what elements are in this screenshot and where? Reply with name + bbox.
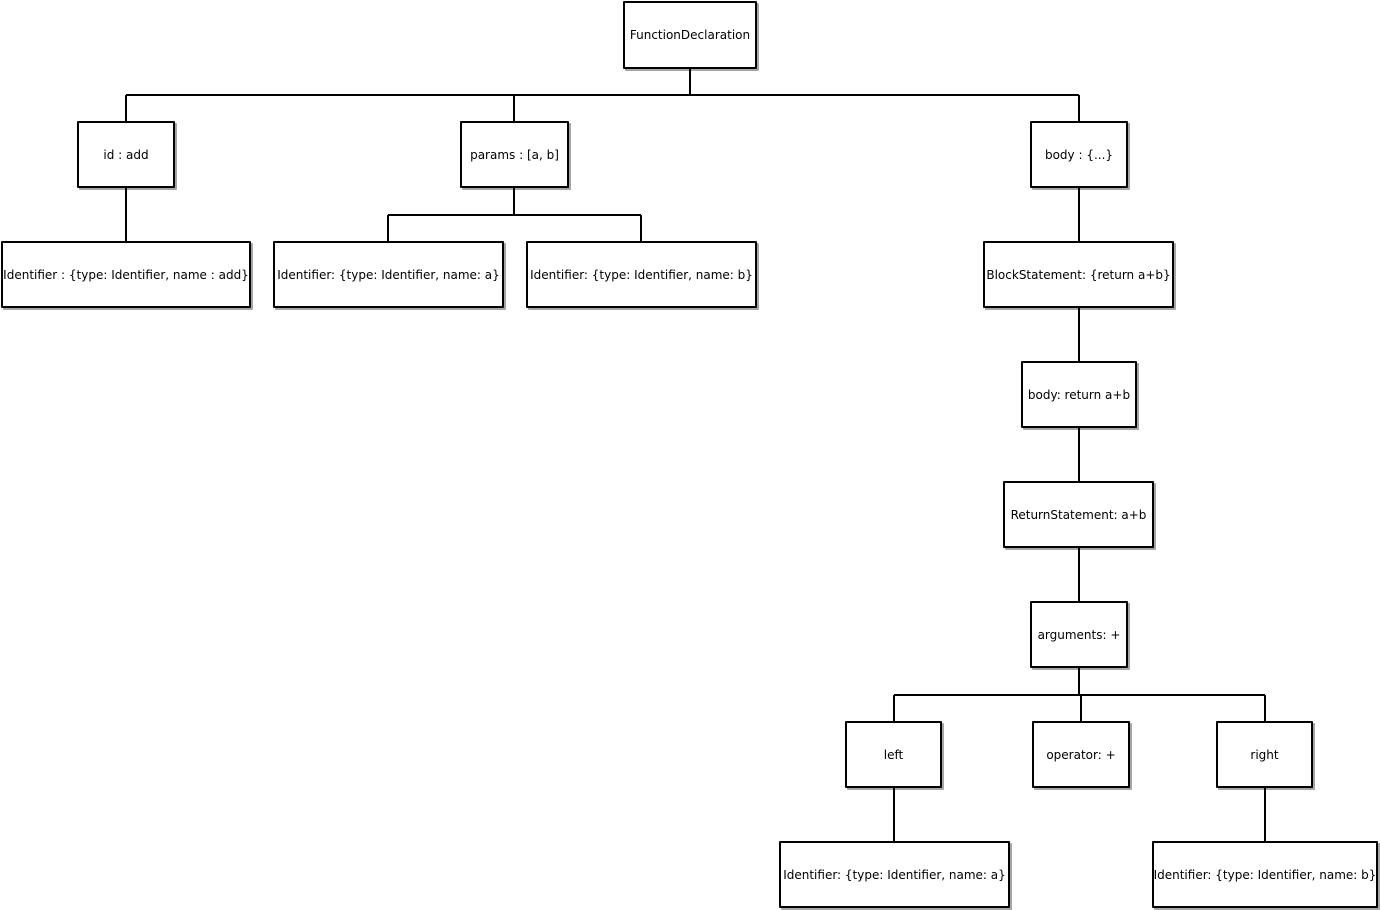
node-param-a-identifier: Identifier: {type: Identifier, name: a} <box>273 241 504 308</box>
node-operator: operator: + <box>1032 721 1130 788</box>
node-params: params : [a, b] <box>460 121 569 188</box>
node-function-declaration: FunctionDeclaration <box>623 1 757 69</box>
connector-params-children <box>387 188 642 241</box>
connector-root-children <box>125 69 1080 121</box>
node-arguments: arguments: + <box>1030 601 1128 668</box>
node-right-identifier: Identifier: {type: Identifier, name: b} <box>1152 841 1378 908</box>
node-block-statement: BlockStatement: {return a+b} <box>983 241 1174 308</box>
node-left-identifier: Identifier: {type: Identifier, name: a} <box>779 841 1010 908</box>
node-left: left <box>845 721 942 788</box>
node-body: body : {...} <box>1030 121 1128 188</box>
connector-arguments-children <box>893 668 1266 721</box>
node-return-statement: ReturnStatement: a+b <box>1003 481 1154 548</box>
node-id-identifier: Identifier : {type: Identifier, name : a… <box>1 241 251 308</box>
node-block-body: body: return a+b <box>1021 361 1137 428</box>
node-id: id : add <box>77 121 175 188</box>
node-param-b-identifier: Identifier: {type: Identifier, name: b} <box>526 241 757 308</box>
node-right: right <box>1216 721 1313 788</box>
